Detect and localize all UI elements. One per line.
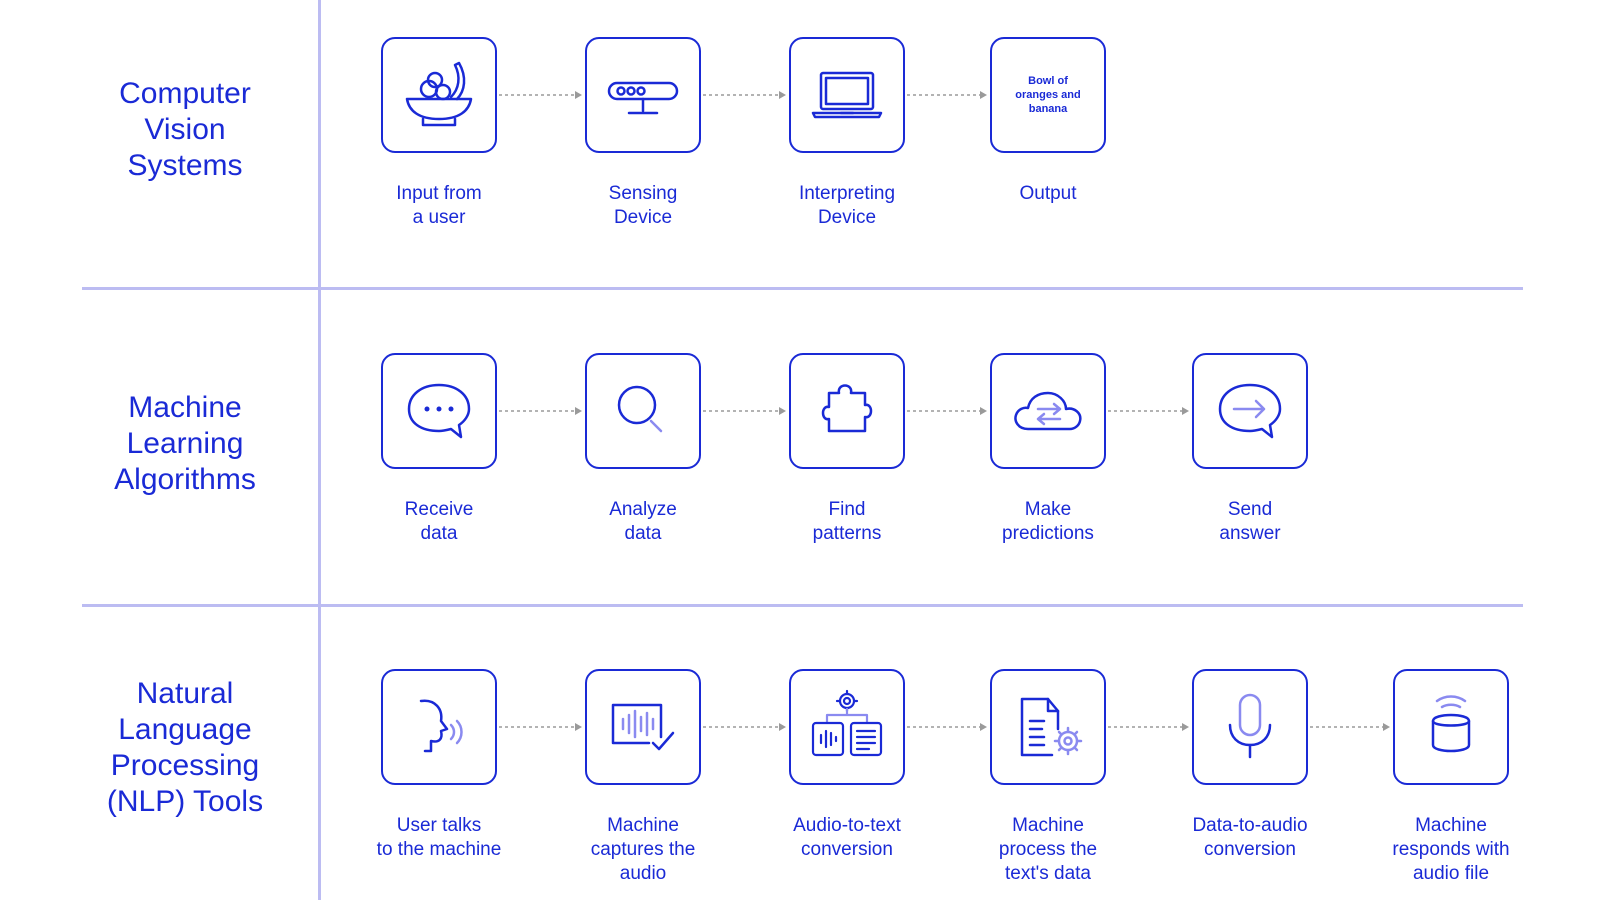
step-box-audio-to-text: [789, 669, 905, 785]
flow-arrow: [499, 721, 583, 733]
magnifier-icon: [617, 385, 663, 433]
flow-arrow: [703, 89, 787, 101]
smart-speaker-icon: [1431, 695, 1471, 753]
step-label: Sensing Device: [608, 183, 678, 228]
cloud-sync-icon: [1014, 391, 1082, 431]
section-title-computer-vision: Computer Vision Systems: [119, 77, 251, 182]
flow-arrow: [1108, 721, 1190, 733]
sensor-bar-icon: [607, 81, 679, 115]
audio-to-text-icon: [811, 689, 883, 757]
step-box-user-talks: [381, 669, 497, 785]
section-title-machine-learning: Machine Learning Algorithms: [114, 391, 256, 496]
puzzle-piece-icon: [821, 384, 873, 433]
chat-bubble-icon: [407, 383, 471, 439]
step-label: Output: [1019, 183, 1077, 204]
flow-arrow: [499, 89, 583, 101]
speaking-head-icon: [419, 699, 463, 753]
step-box-analyze-data: [585, 353, 701, 469]
output-text: Bowl of oranges and banana: [1015, 75, 1081, 115]
step-label: Machine process the text's data: [998, 815, 1098, 884]
flow-arrow: [1108, 405, 1190, 417]
flow-arrow: [907, 405, 988, 417]
step-label: Analyze data: [609, 499, 677, 544]
flow-arrow: [499, 405, 583, 417]
microphone-icon: [1228, 693, 1272, 759]
flow-arrow: [1310, 721, 1391, 733]
step-label: User talks to the machine: [376, 815, 502, 860]
step-label: Send answer: [1219, 499, 1281, 544]
flow-arrow: [703, 721, 787, 733]
horizontal-divider: [82, 287, 1523, 290]
step-box-machine-process-text: [990, 669, 1106, 785]
step-box-data-to-audio: [1192, 669, 1308, 785]
step-label: Receive data: [404, 499, 474, 544]
step-label: Find patterns: [812, 499, 882, 544]
flow-arrow: [907, 721, 988, 733]
fruit-bowl-icon: [405, 61, 473, 127]
flow-arrow: [703, 405, 787, 417]
step-label: Input from a user: [396, 183, 482, 228]
step-box-interpreting-device: [789, 37, 905, 153]
step-box-sensing-device: [585, 37, 701, 153]
step-label: Machine captures the audio: [590, 815, 696, 884]
step-box-machine-responds: [1393, 669, 1509, 785]
document-gear-icon: [1020, 697, 1083, 757]
chat-arrow-icon: [1218, 383, 1282, 439]
step-box-machine-captures-audio: [585, 669, 701, 785]
step-box-make-predictions: [990, 353, 1106, 469]
audio-capture-icon: [611, 703, 675, 751]
step-label: Data-to-audio conversion: [1192, 815, 1308, 860]
step-label: Machine responds with audio file: [1392, 815, 1510, 884]
horizontal-divider: [82, 604, 1523, 607]
step-label: Audio-to-text conversion: [793, 815, 901, 860]
laptop-icon: [811, 71, 883, 119]
flow-arrow: [907, 89, 988, 101]
vertical-divider: [318, 0, 321, 900]
step-label: Make predictions: [1002, 499, 1094, 544]
step-box-input-from-user: [381, 37, 497, 153]
step-box-find-patterns: [789, 353, 905, 469]
step-box-send-answer: [1192, 353, 1308, 469]
step-box-output: Bowl of oranges and banana: [990, 37, 1106, 153]
step-label: Interpreting Device: [798, 183, 896, 228]
step-box-receive-data: [381, 353, 497, 469]
section-title-nlp: Natural Language Processing (NLP) Tools: [106, 677, 264, 818]
